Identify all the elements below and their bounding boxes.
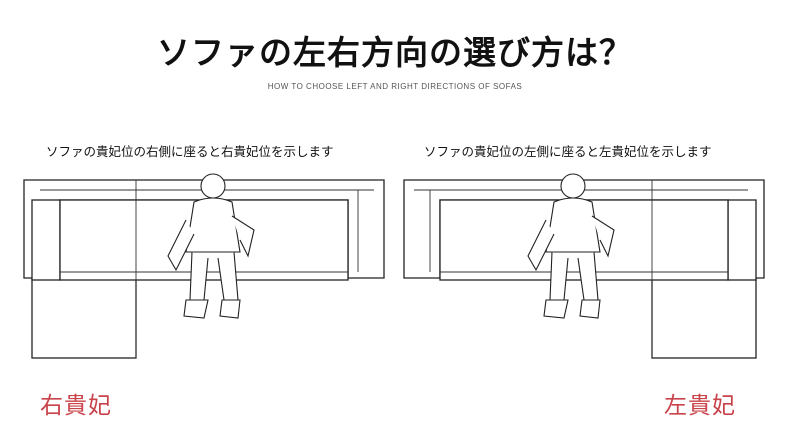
caption-right-chaise: ソファの貴妃位の右側に座ると右貴妃位を示します: [46, 144, 334, 159]
sofa-illustration-left-chaise: [398, 160, 770, 384]
caption-left-chaise: ソファの貴妃位の左側に座ると左貴妃位を示します: [424, 144, 712, 159]
sofa-illustration-right-chaise: [18, 160, 390, 384]
page-subtitle: HOW TO CHOOSE LEFT AND RIGHT DIRECTIONS …: [267, 82, 523, 91]
label-left-chaise: 左貴妃: [664, 393, 736, 419]
sitting-person: [527, 173, 615, 319]
sitting-person: [167, 173, 255, 319]
label-right-chaise: 右貴妃: [40, 393, 112, 419]
page-title: ソファの左右方向の選び方は？: [157, 33, 633, 72]
